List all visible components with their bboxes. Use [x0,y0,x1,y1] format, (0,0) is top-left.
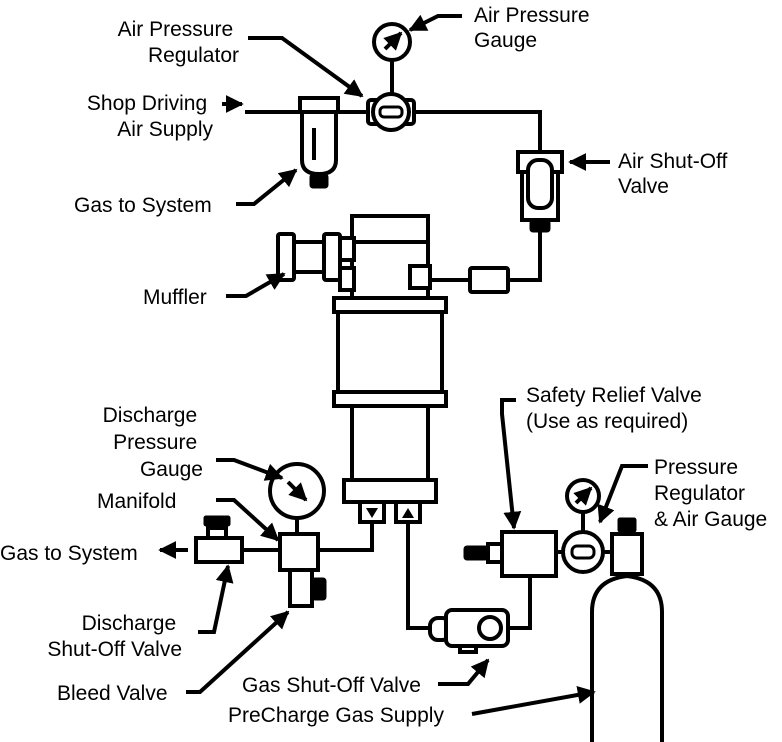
label-discharge-pressure-gauge: Discharge Pressure Gauge [103,404,203,481]
gas-shutoff-valve [428,608,510,654]
air-pressure-regulator [366,92,416,132]
safety-relief-valve [463,530,558,578]
air-filter [298,96,340,189]
pump-head [338,214,432,300]
manifold [278,532,320,572]
intake-fitting [468,266,510,294]
discharge-pressure-gauge [268,462,326,520]
label-gas-shutoff-valve: Gas Shut-Off Valve [242,674,421,697]
label-manifold: Manifold [97,490,176,513]
label-muffler: Muffler [143,286,207,309]
label-safety-relief-valve: Safety Relief Valve (Use as required) [526,384,708,433]
gas-cylinder [590,517,664,742]
pump-body [332,296,448,504]
air-pressure-gauge [372,22,412,62]
check-valves [358,500,422,524]
precharge-pressure-regulator [561,478,605,574]
label-pressure-regulator-air-gauge: Pressure Regulator & Air Gauge [654,456,767,531]
label-air-pressure-regulator: Air Pressure Regulator [118,18,239,67]
label-gas-to-system-top: Gas to System [74,194,212,217]
discharge-shutoff-valve [194,515,244,564]
muffler [276,232,342,282]
label-discharge-shutoff-valve: Discharge Shut-Off Valve [47,612,182,661]
label-precharge-gas-supply: PreCharge Gas Supply [228,704,444,727]
label-air-shutoff-valve: Air Shut-Off Valve [618,150,733,198]
label-bleed-valve: Bleed Valve [57,682,168,705]
leader-arrows [158,14,648,716]
label-shop-driving-air-supply: Shop Driving Air Supply [87,92,214,141]
label-air-pressure-gauge: Air Pressure Gauge [474,4,595,52]
label-gas-to-system-left: Gas to System [0,542,138,565]
bleed-valve [288,568,327,608]
air-shutoff-valve [516,150,564,233]
